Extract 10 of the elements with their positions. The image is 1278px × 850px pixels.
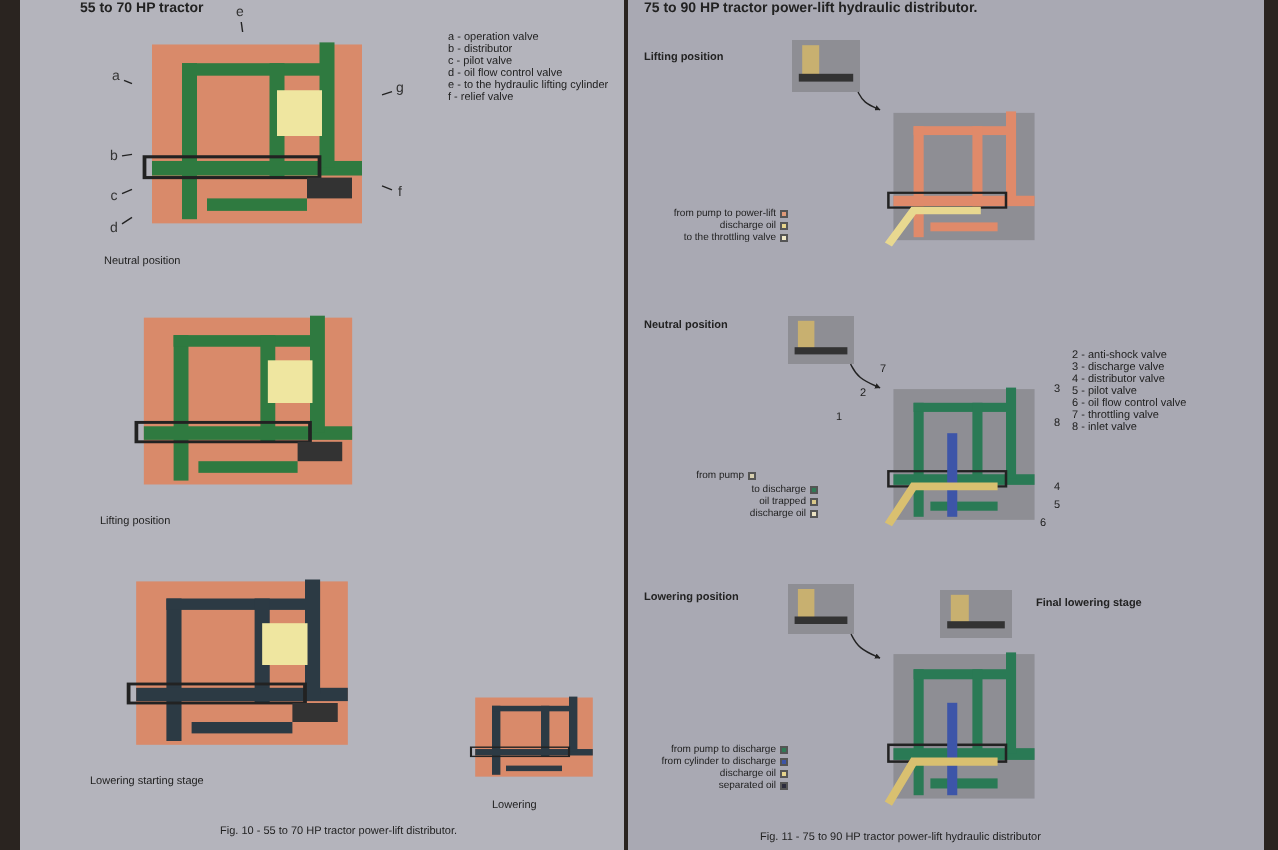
leader-line [121,153,133,157]
leader-line [381,185,393,191]
leader-line [381,90,393,96]
leader-line [121,188,133,195]
leader-line [240,21,244,33]
arrow [850,633,881,659]
arrow [857,91,881,111]
leader-line [123,79,133,85]
arrow [849,363,881,389]
leader-line [121,216,133,225]
